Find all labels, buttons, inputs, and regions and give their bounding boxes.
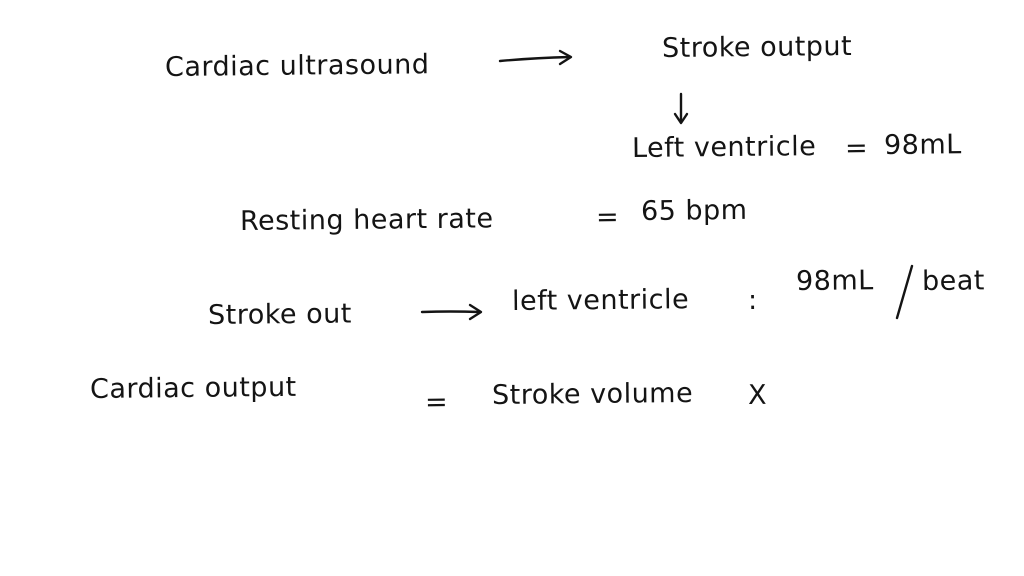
- resting-heart-rate-label: Resting heart rate: [239, 203, 494, 237]
- stroke-output-text: Stroke output: [661, 31, 853, 64]
- cardiac-output-label: Cardiac output: [89, 371, 297, 405]
- left-ventricle-label: Left ventricle: [631, 131, 817, 164]
- stroke-out-text: Stroke out: [207, 298, 352, 331]
- multiply-sign: X: [747, 379, 768, 411]
- equals-sign: =: [844, 132, 869, 164]
- left-ventricle-text: left ventricle: [511, 284, 690, 317]
- equals-sign: =: [595, 201, 620, 233]
- left-ventricle-value: 98mL: [883, 129, 962, 161]
- cardiac-ultrasound-text: Cardiac ultrasound: [164, 49, 430, 83]
- resting-heart-rate-value: 65 bpm: [640, 194, 748, 227]
- equals-sign: =: [424, 386, 449, 418]
- right-arrow-icon: [420, 303, 483, 321]
- slash-divider: [895, 264, 914, 320]
- stroke-volume-value: 98mL: [795, 265, 874, 297]
- beat-unit: beat: [921, 265, 986, 297]
- stroke-volume-text: Stroke volume: [491, 377, 694, 411]
- colon-sign: :: [747, 284, 758, 316]
- right-arrow-icon: [498, 49, 573, 66]
- down-arrow-icon: [673, 92, 689, 125]
